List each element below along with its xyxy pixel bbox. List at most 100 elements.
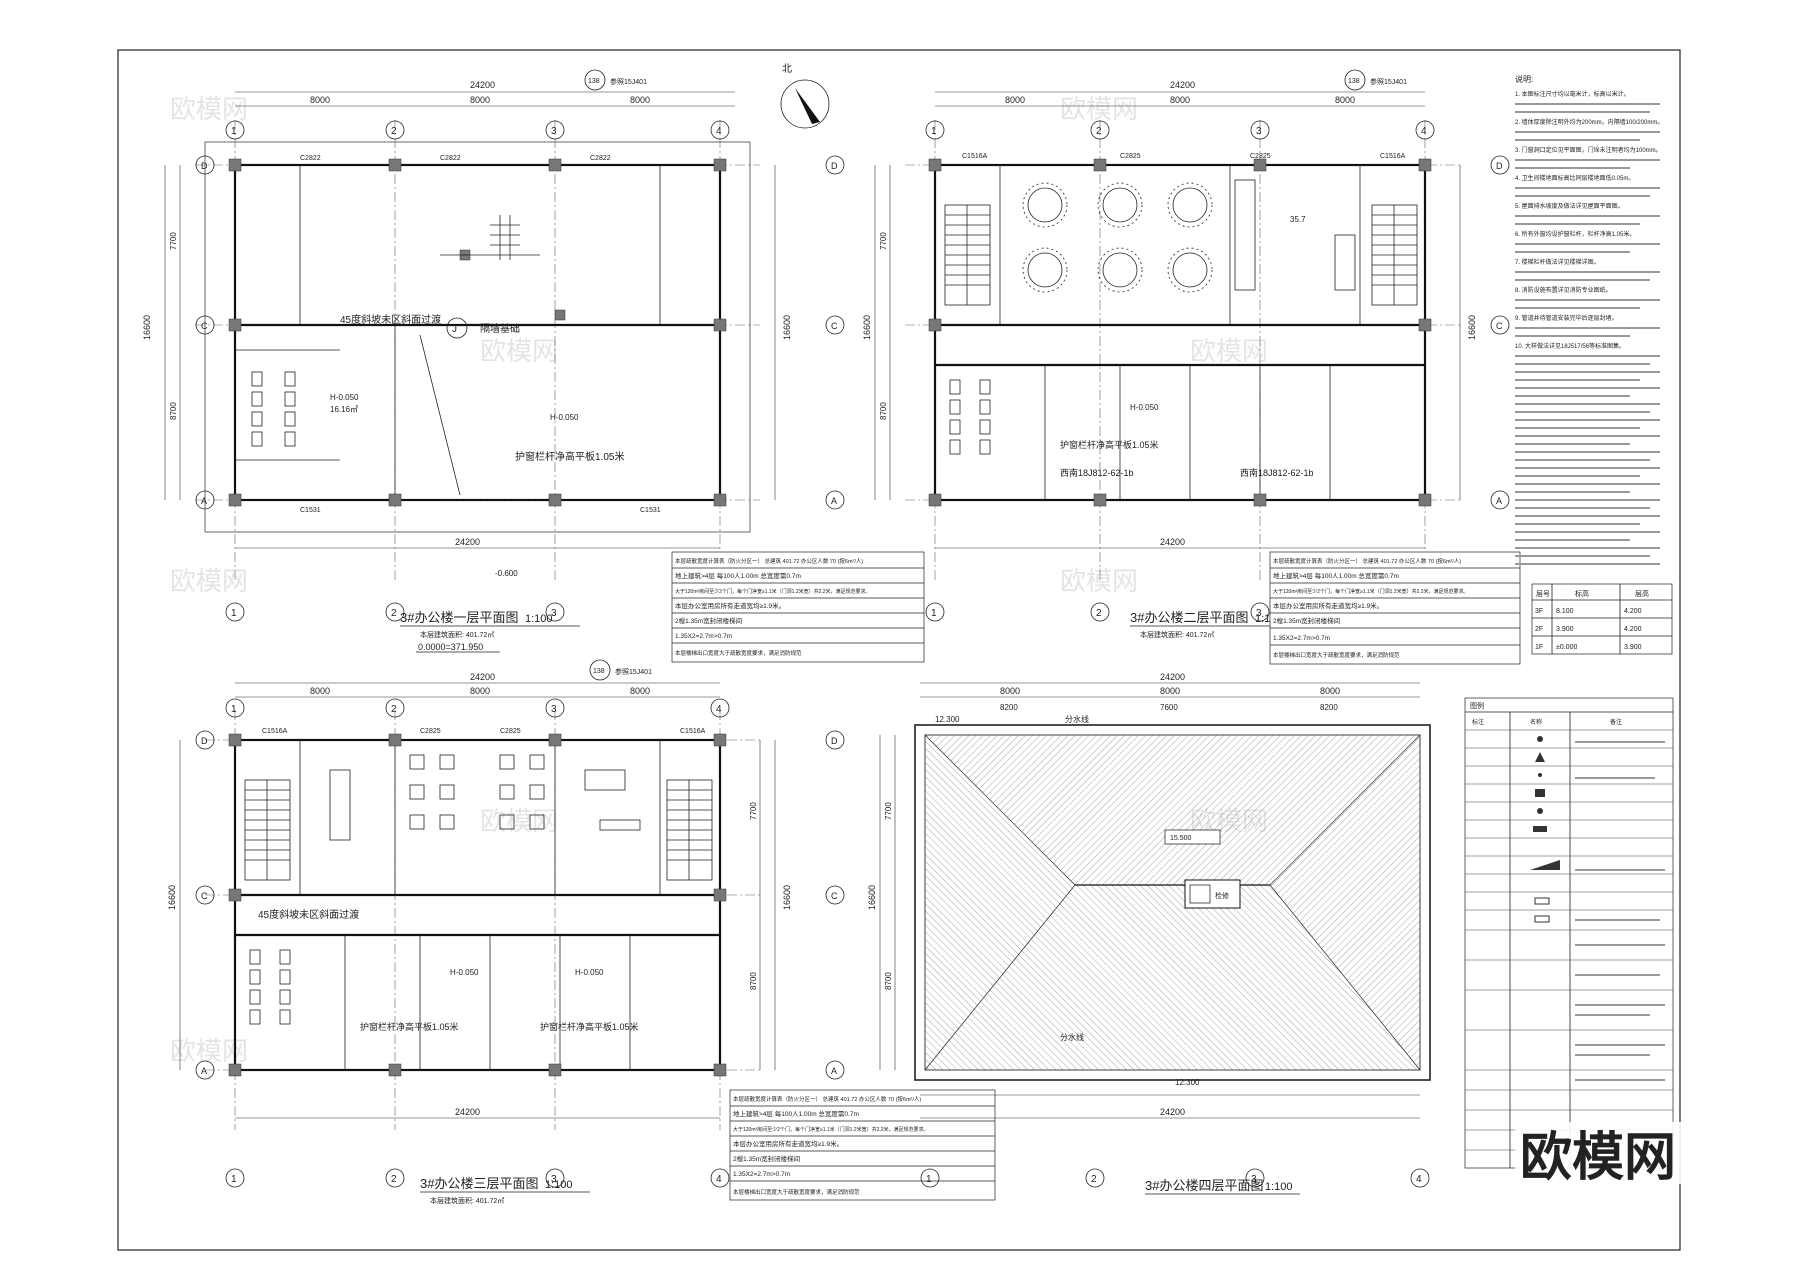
- svg-text:8000: 8000: [1320, 686, 1340, 696]
- plan-roof: 24200 8000 8000 8000 8200 7600 8200 检修 1…: [867, 672, 1431, 1195]
- svg-text:24200: 24200: [1160, 1107, 1185, 1117]
- watermark: 欧模网: [1060, 566, 1138, 596]
- toilet-fixtures: [249, 949, 291, 1025]
- svg-text:1:100: 1:100: [1265, 1181, 1293, 1193]
- svg-text:1.35X2=2.7m>0.7m: 1.35X2=2.7m>0.7m: [1273, 635, 1330, 642]
- legend-table: 图例 标注 名称 备注: [1464, 697, 1674, 1169]
- svg-text:16600: 16600: [862, 315, 872, 340]
- svg-text:A: A: [831, 496, 837, 506]
- svg-text:3.900: 3.900: [1556, 626, 1574, 633]
- railing-note: 护窗栏杆净高平板1.05米: [515, 450, 624, 463]
- svg-text:3.900: 3.900: [1624, 644, 1642, 651]
- bay-dim: 8000: [630, 95, 650, 105]
- svg-text:3: 3: [1251, 1174, 1257, 1185]
- plan-scale: 1:100: [525, 613, 553, 625]
- evac-table-1: 本层疏散宽度计算表（防火分区一） 总建筑 401.72 办公区人数 70 (按6…: [671, 551, 925, 663]
- svg-text:1: 1: [931, 126, 937, 137]
- svg-text:2: 2: [391, 126, 397, 137]
- svg-text:标高: 标高: [1575, 589, 1589, 598]
- svg-text:地上建筑>4层 每100人1.00m 总宽度需0.: 地上建筑>4层 每100人1.00m 总宽度需0.7m: [733, 1109, 859, 1118]
- svg-text:大于120m²房间至少2个门，每个门净宽≥1.1米（门洞1.: 大于120m²房间至少2个门，每个门净宽≥1.1米（门洞1.2米宽）共2.2米，…: [1273, 588, 1469, 595]
- svg-text:C: C: [831, 321, 838, 331]
- svg-text:16600: 16600: [782, 885, 792, 910]
- svg-text:8000: 8000: [470, 686, 490, 696]
- svg-text:分水线: 分水线: [1060, 1032, 1084, 1042]
- svg-text:2: 2: [1091, 1174, 1097, 1185]
- svg-text:3. 门窗洞口定位见平面图，门垛未注明者均为100mm。: 3. 门窗洞口定位见平面图，门垛未注明者均为100mm。: [1515, 146, 1662, 154]
- svg-text:24200: 24200: [1160, 537, 1185, 547]
- elevation-note: H-0.050: [330, 393, 359, 402]
- svg-text:5. 屋面排水坡度及做法详见屋面平面图。: 5. 屋面排水坡度及做法详见屋面平面图。: [1515, 202, 1624, 210]
- svg-text:C1516A: C1516A: [262, 728, 288, 735]
- svg-text:3: 3: [1256, 126, 1262, 137]
- svg-text:D: D: [201, 736, 208, 746]
- svg-text:C: C: [1496, 321, 1503, 331]
- svg-text:C: C: [831, 891, 838, 901]
- watermark: 欧模网: [170, 566, 248, 596]
- svg-text:本层办公室用房所有走道宽均≥1.9米。: 本层办公室用房所有走道宽均≥1.9米。: [733, 1139, 843, 1148]
- svg-text:45度斜坡未区斜面过渡: 45度斜坡未区斜面过渡: [258, 908, 359, 921]
- svg-text:1.35X2=2.7m>0.7m: 1.35X2=2.7m>0.7m: [675, 633, 732, 640]
- svg-text:2: 2: [1096, 608, 1102, 619]
- svg-text:层高: 层高: [1635, 589, 1649, 598]
- svg-text:1:100: 1:100: [545, 1179, 573, 1191]
- foundation-note: 隔墙基础: [480, 322, 520, 335]
- ground-elevation: -0.600: [495, 569, 518, 578]
- svg-text:护窗栏杆净高平板1.05米: 护窗栏杆净高平板1.05米: [1060, 439, 1159, 450]
- svg-text:参照15J401: 参照15J401: [615, 667, 652, 676]
- svg-text:检修: 检修: [1215, 891, 1229, 900]
- svg-text:1. 本图标注尺寸均以毫米计，标高以米计。: 1. 本图标注尺寸均以毫米计，标高以米计。: [1515, 90, 1630, 98]
- svg-text:8000: 8000: [1005, 95, 1025, 105]
- watermark: 欧模网: [480, 336, 558, 366]
- svg-text:2F: 2F: [1535, 626, 1543, 633]
- overall-dim: 24200: [455, 537, 480, 547]
- svg-text:欧模网: 欧模网: [1520, 1129, 1676, 1187]
- svg-text:10. 大样做法详见18J517/56等标准图集。: 10. 大样做法详见18J517/56等标准图集。: [1515, 342, 1625, 350]
- toilet-fixtures: [949, 379, 991, 455]
- svg-text:本层疏散宽度计算表（防火分区一） 总建筑 401.72: 本层疏散宽度计算表（防火分区一） 总建筑 401.72 办公区人数 70 (按6…: [675, 557, 863, 565]
- svg-text:D: D: [1496, 161, 1503, 171]
- svg-text:3: 3: [551, 126, 557, 137]
- svg-text:24200: 24200: [470, 672, 495, 682]
- svg-text:2: 2: [391, 1174, 397, 1185]
- svg-text:3: 3: [551, 704, 557, 715]
- svg-text:D: D: [831, 161, 838, 171]
- svg-text:7700: 7700: [879, 232, 888, 250]
- svg-text:标注: 标注: [1472, 718, 1484, 726]
- svg-text:大于120m²房间至少2个门，每个门净宽≥1.1米（门洞1.: 大于120m²房间至少2个门，每个门净宽≥1.1米（门洞1.2米宽）共2.2米，…: [733, 1126, 929, 1133]
- stair-right: [666, 779, 713, 881]
- svg-text:C2825: C2825: [420, 728, 441, 735]
- svg-text:A: A: [201, 1066, 207, 1076]
- base-elevation: 0.0000=371.950: [418, 642, 483, 652]
- watermark: 欧模网: [480, 806, 558, 836]
- watermark: 欧模网: [170, 94, 248, 124]
- svg-text:分水线: 分水线: [1065, 714, 1089, 724]
- svg-text:C2825: C2825: [500, 728, 521, 735]
- svg-text:2. 墙体厚度除注明外均为200mm，内隔墙100/200m: 2. 墙体厚度除注明外均为200mm，内隔墙100/200mm。: [1515, 118, 1663, 126]
- depth-dim: 16600: [782, 315, 792, 340]
- svg-text:备注: 备注: [1610, 718, 1622, 726]
- svg-text:2: 2: [1096, 126, 1102, 137]
- svg-text:16600: 16600: [167, 885, 177, 910]
- svg-text:护窗栏杆净高平板1.05米: 护窗栏杆净高平板1.05米: [540, 1021, 639, 1032]
- evac-table-2: 本层疏散宽度计算表（防火分区一） 总建筑 401.72 办公区人数 70 (按6…: [1269, 551, 1521, 665]
- svg-text:A: A: [201, 496, 207, 506]
- area-note: 本层建筑面积: 401.72㎡: [420, 630, 494, 639]
- svg-text:本层楼梯出口宽度大于疏散宽度要求，满足消防规范: 本层楼梯出口宽度大于疏散宽度要求，满足消防规范: [675, 649, 802, 657]
- svg-text:35.7: 35.7: [1290, 215, 1306, 224]
- svg-text:4.200: 4.200: [1624, 626, 1642, 633]
- office-furniture: [329, 754, 641, 841]
- level-table: 层号 标高 层高 3F 8.100 4.200 2F 3.900 4.200 1…: [1531, 583, 1673, 655]
- bay-dim: 8000: [470, 95, 490, 105]
- svg-text:3: 3: [1256, 608, 1262, 619]
- stair-left: [944, 204, 991, 306]
- section-ref: 参照15J401: [610, 77, 647, 86]
- svg-text:层号: 层号: [1536, 590, 1550, 598]
- svg-text:本层建筑面积: 401.72㎡: 本层建筑面积: 401.72㎡: [1140, 630, 1214, 639]
- svg-text:2樘1.35m宽封闭楼梯间: 2樘1.35m宽封闭楼梯间: [675, 616, 742, 625]
- toilet-fixtures: [251, 371, 296, 447]
- svg-text:15.500: 15.500: [1170, 835, 1192, 842]
- svg-text:本层疏散宽度计算表（防火分区一） 总建筑 401.72: 本层疏散宽度计算表（防火分区一） 总建筑 401.72 办公区人数 70 (按6…: [733, 1095, 921, 1103]
- svg-text:138: 138: [1348, 78, 1360, 85]
- axis-bubbles: 1 2 3 4: [920, 1168, 1430, 1188]
